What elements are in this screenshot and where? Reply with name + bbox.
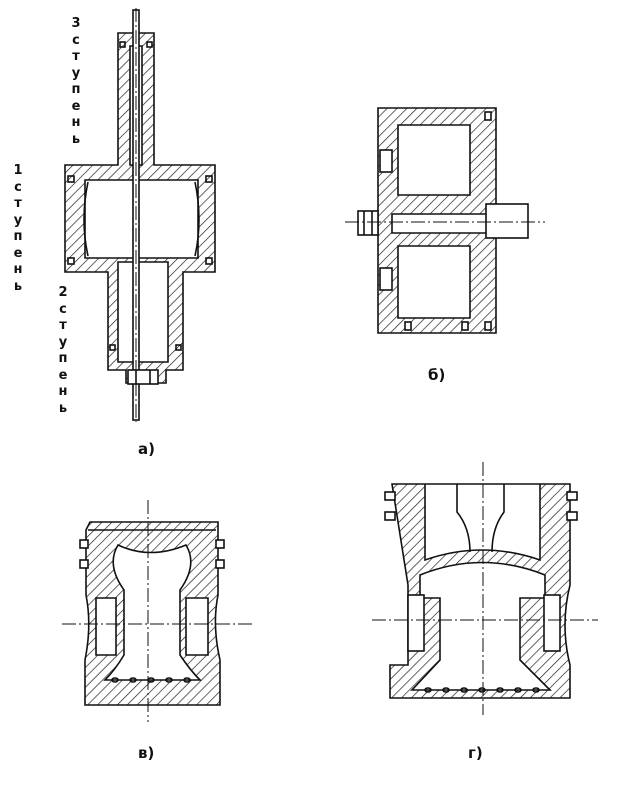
caption-v: в): [138, 744, 155, 762]
figure-v-trunk-piston: [62, 500, 252, 722]
figure-a-three-stage-piston: [64, 8, 216, 422]
caption-a: а): [138, 440, 155, 458]
caption-b: б): [428, 366, 446, 384]
figure-g-crosshead-piston: [372, 462, 598, 715]
figure-b-disc-piston: [345, 107, 545, 334]
caption-g: г): [468, 744, 483, 762]
